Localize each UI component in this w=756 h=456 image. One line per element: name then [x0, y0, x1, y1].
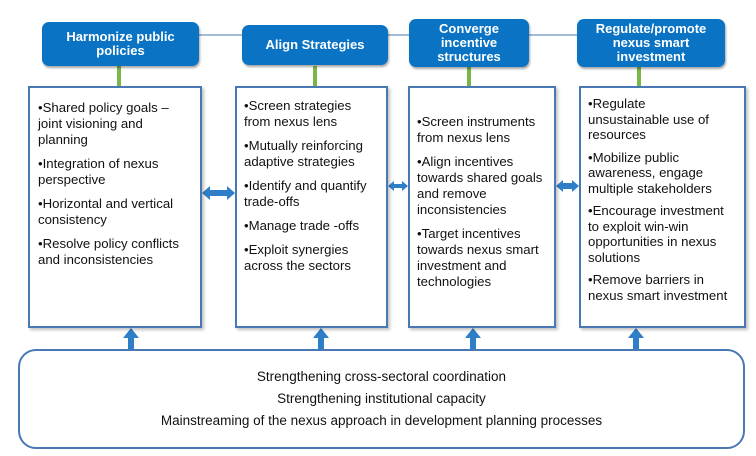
- column-box-strategies: •Screen strategies from nexus lens •Mutu…: [235, 86, 388, 328]
- list-item: •Horizontal and vertical consistency: [38, 196, 174, 227]
- green-connector-1: [117, 66, 121, 86]
- list-item: •Screen strategies from nexus lens: [244, 98, 352, 129]
- list-item: •Encourage investment to exploit win-win…: [588, 203, 724, 265]
- green-connector-2: [313, 66, 317, 86]
- up-arrow-3: [465, 328, 481, 349]
- list-item: •Integration of nexus perspective: [38, 156, 159, 187]
- up-arrow-2: [313, 328, 329, 349]
- list-item: •Manage trade -offs: [244, 218, 360, 233]
- list-item: •Regulate unsustainable use of resources: [588, 96, 709, 142]
- list-item: •Mobilize public awareness, engage multi…: [588, 149, 712, 196]
- double-arrow-1-2: [202, 186, 235, 200]
- foundation-line: Mainstreaming of the nexus approach in d…: [160, 413, 603, 428]
- foundation-line: Strengthening institutional capacity: [277, 391, 486, 406]
- list-item: •Resolve policy conflicts and inconsiste…: [38, 236, 179, 267]
- column-box-incentives: •Screen instruments from nexus lens •Ali…: [408, 86, 556, 328]
- header-align-strategies: Align Strategies: [242, 25, 388, 65]
- list-item: •Screen instruments from nexus lens: [417, 114, 536, 145]
- double-arrow-3-4: [556, 180, 579, 192]
- list-item: •Shared policy goals – joint visioning a…: [38, 100, 169, 147]
- foundation-box: Strengthening cross-sectoral coordinatio…: [18, 349, 745, 449]
- list-item: •Mutually reinforcing adaptive strategie…: [244, 138, 363, 169]
- list-item: •Remove barriers in nexus smart investme…: [588, 272, 728, 303]
- green-connector-3: [467, 66, 471, 86]
- list-item: •Exploit synergies across the sectors: [244, 242, 352, 273]
- foundation-line: Strengthening cross-sectoral coordinatio…: [256, 369, 507, 384]
- column-box-policies: •Shared policy goals – joint visioning a…: [28, 86, 202, 328]
- list-item: •Target incentives towards nexus smart i…: [417, 226, 539, 289]
- column-box-investment: •Regulate unsustainable use of resources…: [579, 86, 746, 328]
- list-item: •Identify and quantify trade-offs: [244, 178, 367, 209]
- double-arrow-2-3: [388, 181, 408, 191]
- up-arrow-4: [628, 328, 644, 349]
- green-connector-4: [637, 66, 641, 86]
- up-arrow-1: [123, 328, 139, 349]
- list-item: •Align incentives towards shared goals a…: [417, 154, 543, 217]
